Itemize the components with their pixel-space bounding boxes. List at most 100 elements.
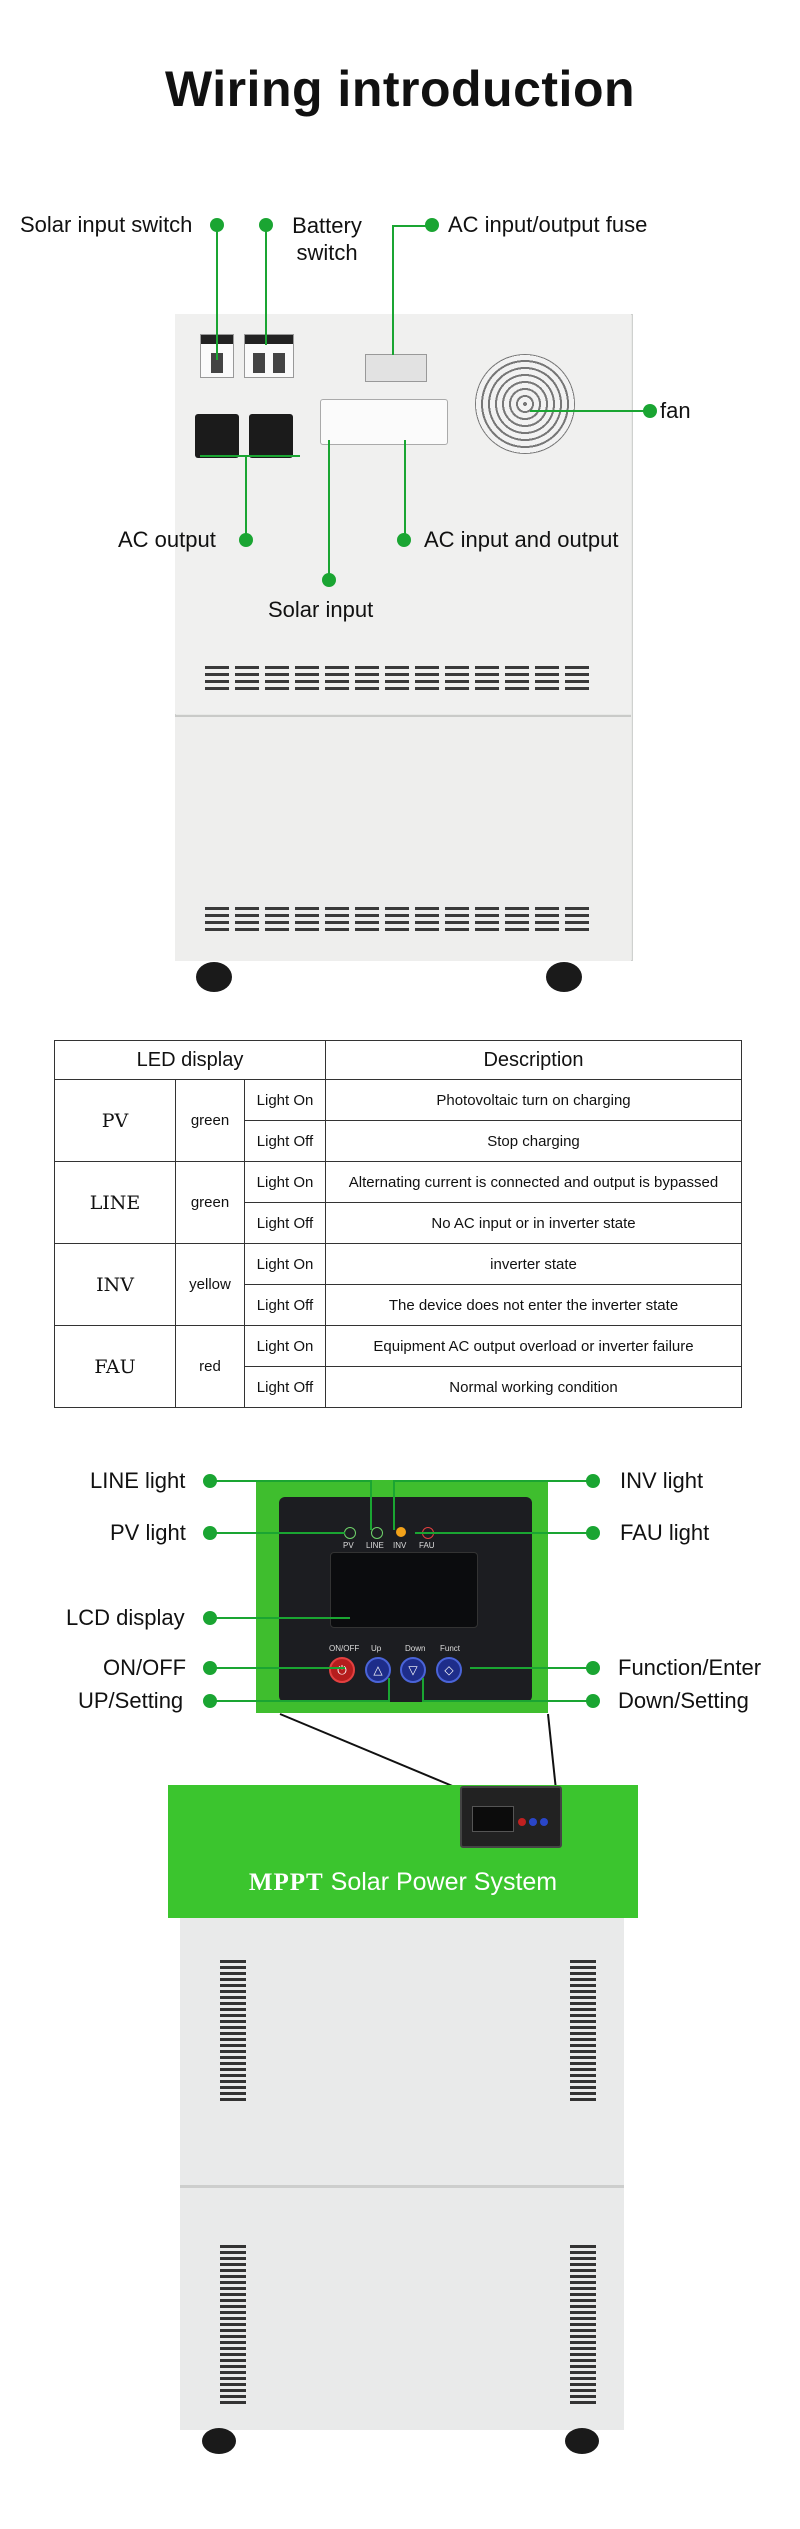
down-button[interactable]: ▽: [400, 1657, 426, 1683]
table-row: Light Off No AC input or in inverter sta…: [55, 1202, 742, 1244]
label-ac-output: AC output: [118, 527, 216, 552]
callout-line: [392, 225, 394, 355]
state-cell: Light Off: [244, 1202, 326, 1244]
lcd-screen: [330, 1552, 478, 1628]
table-row: LINE green Light On Alternating current …: [54, 1161, 742, 1244]
th-led-display: LED display: [54, 1040, 326, 1080]
indicator-pv: PV: [54, 1079, 176, 1162]
inv-led-label: INV: [393, 1541, 407, 1550]
label-battery-switch-line2: switch: [296, 240, 358, 265]
function-button[interactable]: ◇: [436, 1657, 462, 1683]
indicator-fau: FAU: [54, 1325, 176, 1408]
fuse-holder: [365, 354, 427, 382]
front-cabinet-top: [168, 1785, 638, 1918]
battery-switch-breaker: [244, 334, 294, 378]
state-cell: Light Off: [244, 1120, 326, 1162]
vent-row-upper: [205, 666, 589, 690]
brand-logo: MPPT Solar Power System: [168, 1868, 638, 1897]
desc-cell: Photovoltaic turn on charging: [325, 1079, 742, 1121]
state-cell: Light On: [244, 1243, 326, 1285]
mini-control-panel: [460, 1786, 562, 1848]
callout-line: [370, 1480, 372, 1530]
callout-dot: [203, 1474, 217, 1488]
callout-line: [210, 1532, 345, 1534]
label-up-setting: UP/Setting: [78, 1688, 184, 1713]
desc-cell: Equipment AC output overload or inverter…: [325, 1325, 742, 1367]
label-line-light: LINE light: [90, 1468, 186, 1493]
label-battery-switch-line1: Battery: [292, 213, 362, 238]
callout-line: [388, 1678, 390, 1702]
zoom-lines: [279, 1713, 557, 1791]
front-cabinet-body: [180, 1918, 624, 2430]
page-title: Wiring introduction: [164, 61, 636, 117]
onoff-label: ON/OFF: [329, 1644, 360, 1653]
callout-dot: [586, 1661, 600, 1675]
callout-dot: [586, 1694, 600, 1708]
callout-line: [530, 410, 650, 412]
indicator-inv: INV: [54, 1243, 176, 1326]
back-panel-lower: [175, 715, 631, 961]
terminal-block: [320, 399, 448, 445]
indicator-color: green: [175, 1161, 245, 1244]
side-vent-right-upper: [570, 1960, 596, 2101]
callout-dot: [322, 573, 336, 587]
callout-line: [422, 1678, 424, 1702]
power-button[interactable]: ⏻: [329, 1657, 355, 1683]
callout-line: [200, 455, 300, 457]
led-table: LED display Description PV green Light O…: [54, 1040, 742, 1408]
table-row: Light Off Normal working condition: [55, 1366, 742, 1408]
line-led: [371, 1527, 383, 1539]
desc-cell: Alternating current is connected and out…: [325, 1161, 742, 1203]
front-wheel-left: [202, 2428, 236, 2454]
table-header-row: LED display Description: [54, 1040, 742, 1080]
callout-dot: [259, 218, 273, 232]
table-row: Light Off The device does not enter the …: [55, 1284, 742, 1326]
state-cell: Light Off: [244, 1284, 326, 1326]
indicator-line: LINE: [54, 1161, 176, 1244]
callout-dot: [586, 1474, 600, 1488]
label-ac-input-output: AC input and output: [424, 527, 619, 552]
label-battery-switch: Battery switch: [282, 212, 372, 266]
callout-line: [392, 225, 432, 227]
indicator-color: green: [175, 1079, 245, 1162]
label-fau-light: FAU light: [620, 1520, 710, 1545]
callout-dot: [203, 1611, 217, 1625]
callout-line: [422, 1700, 593, 1702]
label-lcd-display: LCD display: [66, 1605, 185, 1630]
brand-tagline: Solar Power System: [330, 1868, 558, 1896]
callout-line: [328, 440, 330, 580]
callout-line: [245, 455, 247, 540]
state-cell: Light On: [244, 1161, 326, 1203]
table-row: PV green Light On Photovoltaic turn on c…: [54, 1079, 742, 1162]
ac-socket-left: [195, 414, 239, 458]
label-function-enter: Function/Enter: [618, 1655, 762, 1680]
label-solar-input-switch: Solar input switch: [20, 212, 193, 237]
desc-cell: The device does not enter the inverter s…: [325, 1284, 742, 1326]
callout-line: [216, 230, 218, 360]
state-cell: Light On: [244, 1325, 326, 1367]
inv-led: [396, 1527, 406, 1537]
desc-cell: Normal working condition: [325, 1366, 742, 1408]
indicator-color: red: [175, 1325, 245, 1408]
callout-dot: [586, 1526, 600, 1540]
callout-line: [265, 230, 267, 345]
callout-dot: [203, 1526, 217, 1540]
desc-cell: inverter state: [325, 1243, 742, 1285]
callout-line: [470, 1667, 593, 1669]
callout-dot: [643, 404, 657, 418]
th-description: Description: [325, 1040, 742, 1080]
state-cell: Light Off: [244, 1366, 326, 1408]
label-on-off: ON/OFF: [103, 1655, 187, 1680]
fan-grille: [475, 354, 575, 454]
label-ac-fuse: AC input/output fuse: [448, 212, 648, 237]
table-row: FAU red Light On Equipment AC output ove…: [54, 1325, 742, 1408]
up-button[interactable]: △: [365, 1657, 391, 1683]
fau-led-label: FAU: [419, 1541, 435, 1550]
callout-line: [210, 1667, 345, 1669]
callout-line: [415, 1532, 593, 1534]
brand-mppt: MPPT: [248, 1869, 324, 1896]
ac-socket-right: [249, 414, 293, 458]
state-cell: Light On: [244, 1079, 326, 1121]
funct-label: Funct: [440, 1644, 461, 1653]
back-panel-upper: [175, 314, 631, 714]
